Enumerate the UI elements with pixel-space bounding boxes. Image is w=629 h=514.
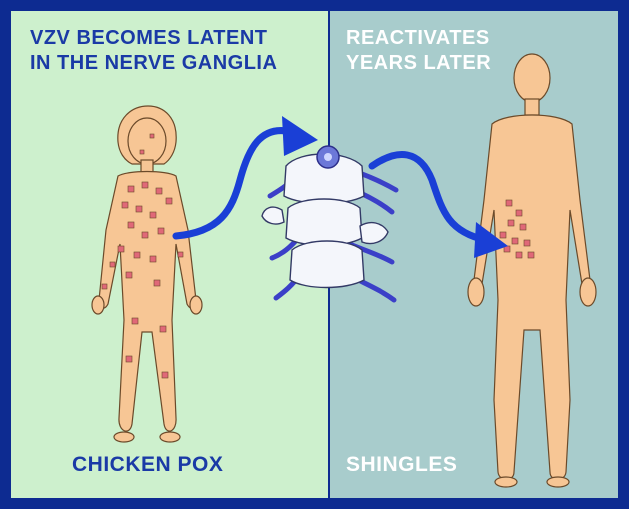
chicken-pox-caption: CHICKEN POX [72, 452, 223, 477]
vertebra [290, 241, 364, 288]
ganglion-center [324, 153, 332, 161]
vertebra [286, 199, 362, 246]
shingles-caption: SHINGLES [346, 452, 457, 477]
right-panel-heading: REACTIVATES YEARS LATER [346, 26, 491, 76]
left-panel-heading: VZV BECOMES LATENT IN THE NERVE GANGLIA [30, 26, 277, 76]
